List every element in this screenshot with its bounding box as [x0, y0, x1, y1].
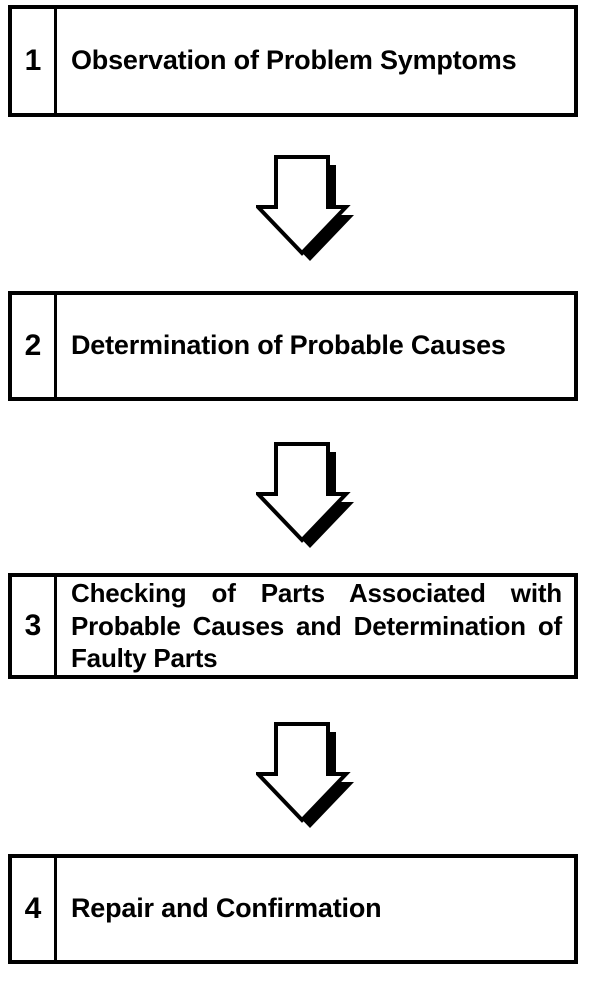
flow-arrow: [256, 442, 358, 554]
step-box-4: 4 Repair and Confirmation: [8, 854, 578, 964]
step-label: Observation of Problem Symptoms: [71, 45, 517, 76]
step-label: Repair and Confirmation: [71, 893, 382, 924]
step-label: Checking of Parts Associated with Probab…: [71, 578, 562, 674]
step-box-1: 1 Observation of Problem Symptoms: [8, 5, 578, 117]
step-label-cell: Checking of Parts Associated with Probab…: [57, 577, 574, 675]
down-arrow-icon: [256, 155, 354, 261]
step-number: 4: [12, 858, 57, 960]
down-arrow-icon: [256, 722, 354, 828]
step-number: 2: [12, 295, 57, 397]
step-label-cell: Repair and Confirmation: [57, 858, 574, 960]
flow-arrow: [256, 155, 358, 267]
step-label-cell: Observation of Problem Symptoms: [57, 9, 574, 113]
step-number: 3: [12, 577, 57, 675]
step-box-3: 3 Checking of Parts Associated with Prob…: [8, 573, 578, 679]
down-arrow-icon: [256, 442, 354, 548]
step-number: 1: [12, 9, 57, 113]
step-label: Determination of Probable Causes: [71, 330, 506, 361]
step-label-cell: Determination of Probable Causes: [57, 295, 574, 397]
flow-arrow: [256, 722, 358, 834]
step-box-2: 2 Determination of Probable Causes: [8, 291, 578, 401]
